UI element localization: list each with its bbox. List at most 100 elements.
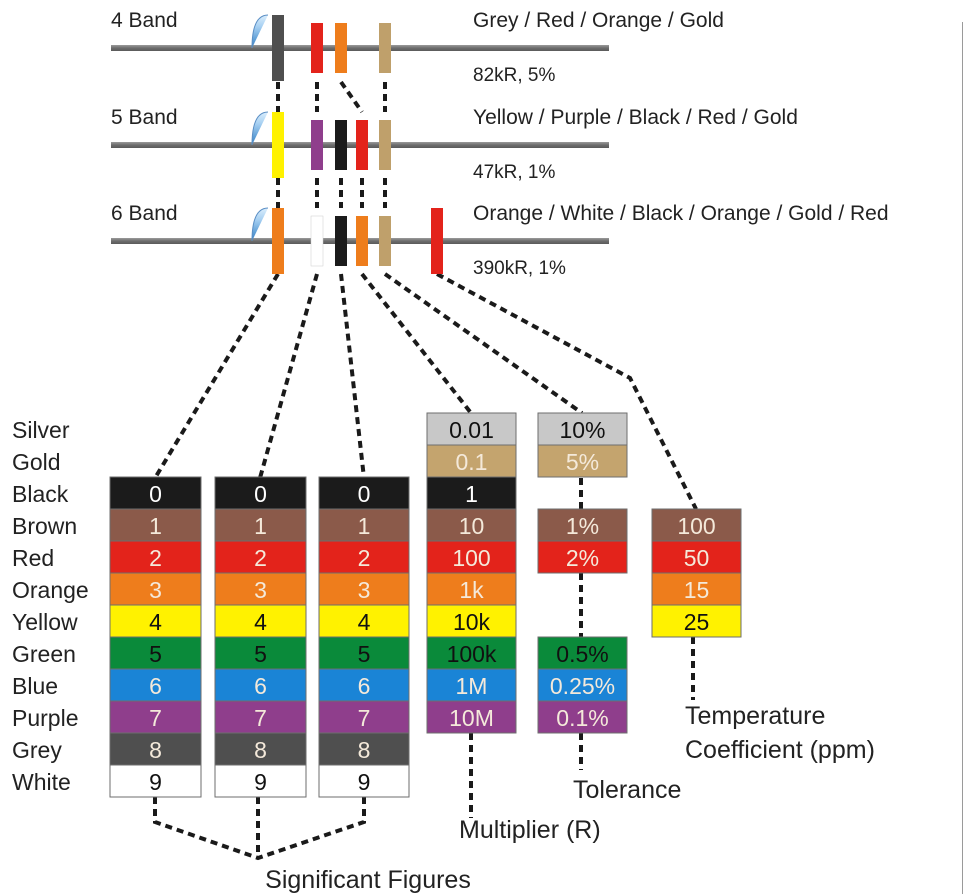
cell-value-digit_2: 8 [254,737,267,763]
color-cell-digit_1 [109,732,202,766]
color-cell-digit_2 [214,668,307,702]
cell-value-digit_2: 0 [254,481,267,507]
resistor-body [251,111,269,146]
color-name-label: Black [12,481,69,507]
color-cell-tolerance [537,540,628,574]
color-cell-tolerance [537,444,628,478]
color-cell-temp_coefficient [651,540,742,574]
color-cell-digit_3 [318,604,410,638]
color-cell-digit_1 [109,764,202,798]
resistor-value: 82kR, 5% [473,65,555,86]
color-band [335,23,347,73]
color-band [272,15,284,81]
band-count-label: 4 Band [111,9,178,32]
color-cell-tolerance [537,412,628,446]
cell-value-digit_3: 7 [358,705,371,731]
cell-value-multiplier: 100 [452,545,490,571]
color-cell-digit_3 [318,668,410,702]
color-cell-multiplier [426,604,517,638]
cell-value-digit_1: 7 [149,705,162,731]
color-name-label: Blue [12,673,58,699]
color-name-label: Brown [12,513,77,539]
cell-value-digit_1: 9 [149,769,162,795]
color-band [356,216,368,266]
band-count-label: 6 Band [111,202,178,225]
cell-value-digit_1: 4 [149,609,162,635]
color-cell-digit_3 [318,732,410,766]
color-name-label: Gold [12,449,61,475]
cell-value-digit_3: 9 [358,769,371,795]
divider-line [962,22,963,894]
cell-value-digit_3: 4 [358,609,371,635]
cell-value-temp_coefficient: 100 [677,513,715,539]
color-cell-digit_3 [318,476,410,510]
temperature-label-line1: Temperature [685,702,825,730]
color-cell-digit_2 [214,732,307,766]
color-cell-tolerance [537,636,628,670]
cell-value-digit_3: 1 [358,513,371,539]
connector-line [339,80,364,114]
color-band [310,215,324,267]
cell-value-digit_2: 3 [254,577,267,603]
color-band [272,208,284,274]
color-cell-digit_2 [214,636,307,670]
color-cell-digit_3 [318,572,410,606]
color-band [311,23,323,73]
cell-value-multiplier: 0.01 [449,417,494,443]
band-colors-text: Grey / Red / Orange / Gold [473,9,724,32]
significant-figures-label: Significant Figures [265,866,471,894]
color-cell-digit_2 [214,764,307,798]
connector-line [436,272,698,510]
color-name-label: Grey [12,737,62,763]
color-band [272,112,284,178]
cell-value-digit_2: 7 [254,705,267,731]
connector-line [153,272,280,480]
cell-value-digit_3: 5 [358,641,371,667]
connector-line [339,273,366,479]
cell-value-digit_2: 5 [254,641,267,667]
color-cell-digit_1 [109,668,202,702]
color-band [379,23,391,73]
resistor-illustrations: 4 Band Grey / Red / Orange / Gold 82kR, 5%… [111,9,889,279]
color-cell-tolerance [537,700,628,734]
color-band [379,216,391,266]
cell-value-tolerance: 0.5% [556,641,608,667]
color-cell-tolerance [537,508,628,542]
color-cell-temp_coefficient [651,508,742,542]
cell-value-digit_1: 6 [149,673,162,699]
color-name-label: White [12,769,71,795]
temperature-label-line2: Coefficient (ppm) [685,736,875,764]
connector-line [360,272,473,415]
color-cell-temp_coefficient [651,572,742,606]
color-name-label: Orange [12,577,89,603]
color-band [356,120,368,170]
color-name-label: Yellow [12,609,78,635]
cell-value-digit_1: 1 [149,513,162,539]
color-cell-digit_3 [318,508,410,542]
cell-value-digit_3: 2 [358,545,371,571]
color-name-label: Green [12,641,76,667]
cell-value-multiplier: 100k [447,641,497,667]
color-band [379,120,391,170]
color-cell-digit_1 [109,476,202,510]
color-band [335,120,347,170]
cell-value-tolerance: 10% [559,417,605,443]
color-cell-temp_coefficient [651,604,742,638]
color-cell-multiplier [426,636,517,670]
cell-value-digit_2: 4 [254,609,267,635]
cell-value-digit_1: 3 [149,577,162,603]
resistor-1: 4 Band Grey / Red / Orange / Gold 82kR, 5% [111,9,724,86]
cell-value-temp_coefficient: 50 [684,545,710,571]
band-colors-text: Orange / White / Black / Orange / Gold /… [473,202,889,225]
color-cell-multiplier [426,444,517,478]
cell-value-multiplier: 1k [459,577,484,603]
cell-value-digit_3: 8 [358,737,371,763]
resistor-value: 390kR, 1% [473,258,566,279]
cell-value-digit_3: 6 [358,673,371,699]
cell-value-digit_2: 6 [254,673,267,699]
color-cell-digit_2 [214,700,307,734]
color-cell-digit_3 [318,540,410,574]
